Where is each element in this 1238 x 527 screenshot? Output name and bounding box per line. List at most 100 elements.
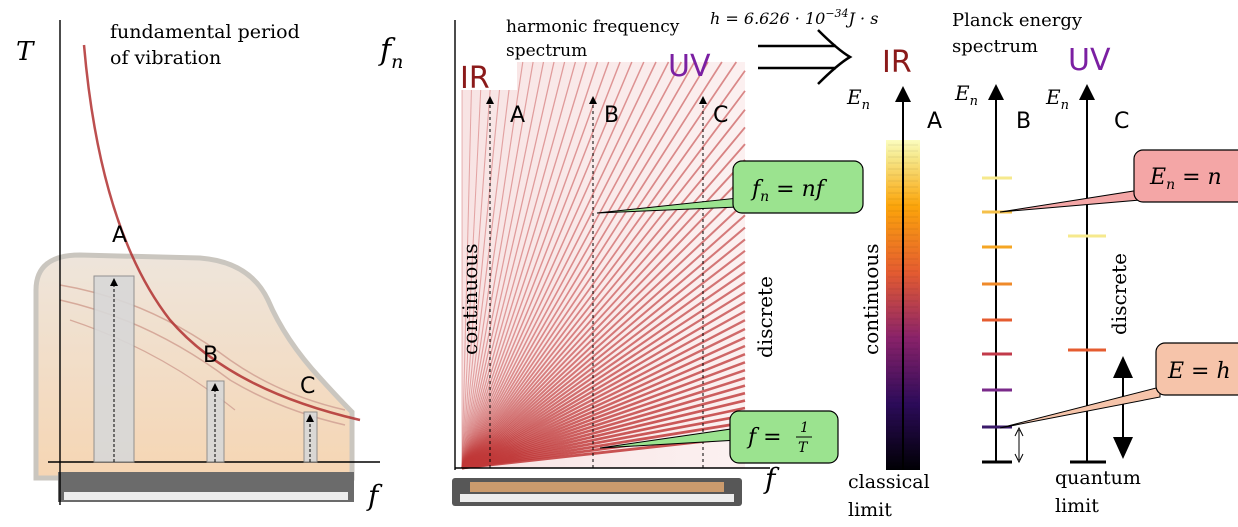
harmonic-line: [461, 61, 723, 469]
harmonic-line: [461, 226, 746, 469]
uv-label: UV: [668, 49, 711, 84]
harmonic-line: [461, 61, 503, 469]
harmonic-line: [461, 291, 746, 469]
discrete-label: discrete: [753, 276, 777, 358]
period-x-label: f: [366, 479, 383, 512]
spectrum-background: [462, 62, 745, 468]
harmonic-line: [461, 61, 587, 469]
harmonic-line: [461, 61, 709, 469]
ir-background: [455, 60, 517, 90]
svg-text:1: 1: [800, 420, 809, 436]
classical-line1: classical: [848, 471, 930, 493]
harmonic-line: [461, 61, 621, 469]
harmonic-line: [461, 61, 566, 469]
harmonic-line: [461, 109, 746, 469]
planck-caption-line2: spectrum: [952, 36, 1038, 57]
period-caption-line1: fundamental period: [110, 21, 300, 43]
classical-line2: limit: [848, 499, 892, 521]
harmonic-line: [461, 336, 746, 470]
implies-arrow-icon: [758, 29, 853, 85]
panel-harmonic-spectrum: fn f harmonic frequency spectrum IR UV A…: [378, 17, 864, 506]
quantum-line2: limit: [1055, 495, 1099, 517]
energy-axis-b-label: En: [954, 81, 978, 109]
harmonic-line: [461, 61, 696, 469]
callout-quantum: E = h: [999, 342, 1238, 429]
harmonic-line: [461, 143, 746, 469]
label-b: B: [604, 103, 619, 128]
harmonic-line: [461, 61, 524, 469]
harmonic-line: [461, 61, 657, 469]
harmonic-x-label: f: [763, 462, 780, 495]
panel-planck-energy: IR UV En A continuous classical limit En…: [846, 43, 1238, 521]
harmonic-line: [461, 319, 746, 470]
harmonic-line: [461, 61, 514, 469]
harmonic-line: [461, 90, 746, 469]
harmonic-line: [461, 61, 483, 469]
harmonic-line: [461, 260, 746, 469]
harmonic-line: [461, 249, 746, 469]
continuous-label: continuous: [458, 243, 482, 355]
panel-fundamental-period: T f fundamental period of vibration A B …: [16, 20, 383, 512]
continuous-label: continuous: [859, 243, 883, 355]
harmonic-line: [461, 61, 645, 469]
harmonic-line: [461, 61, 670, 469]
harmonic-line: [461, 344, 746, 470]
harmonic-line: [461, 61, 738, 469]
callout-harmonic: fn = nf: [596, 160, 864, 214]
harmonic-line: [461, 61, 473, 469]
energy-levels-b: [982, 176, 1012, 429]
harmonic-line: [461, 61, 534, 469]
discrete-label: discrete: [1107, 253, 1131, 335]
harmonic-lines: [461, 61, 746, 470]
uv-label: UV: [1068, 43, 1111, 78]
harmonic-line: [461, 174, 746, 469]
harmonic-line: [461, 159, 746, 469]
harmonic-line: [461, 310, 746, 470]
ir-label: IR: [460, 61, 490, 96]
harmonic-line: [461, 61, 683, 469]
svg-text:E = h: E = h: [1167, 359, 1231, 384]
label-a: A: [510, 103, 525, 128]
harmonic-line: [461, 61, 599, 469]
piano-keyboard-image: [452, 478, 742, 506]
harmonic-line: [461, 353, 746, 470]
harmonic-line: [461, 238, 746, 469]
harmonic-line: [461, 281, 746, 469]
label-c: C: [713, 103, 728, 128]
svg-text:f =: f =: [746, 425, 782, 450]
ir-label: IR: [882, 45, 912, 80]
quantum-gap-arrow: [1113, 356, 1133, 459]
harmonic-line: [461, 61, 577, 469]
harmonic-line: [461, 188, 746, 469]
quantum-step-arrow: [1014, 426, 1024, 464]
label-b: B: [1016, 109, 1031, 134]
label-c: C: [1114, 109, 1129, 134]
period-caption-line2: of vibration: [110, 47, 221, 69]
harmonic-line: [461, 300, 746, 469]
callout-fundamental: f = 1 T: [599, 410, 839, 464]
energy-axis-c-label: En: [1045, 85, 1069, 113]
harmonic-y-label: fn: [378, 33, 403, 73]
harmonic-line: [461, 61, 610, 469]
planck-caption-line1: Planck energy: [952, 10, 1083, 31]
period-curve: [82, 44, 361, 422]
harmonic-line: [461, 126, 746, 469]
harmonic-caption-line1: harmonic frequency: [506, 17, 680, 37]
label-c: C: [300, 374, 315, 399]
label-b: B: [203, 343, 218, 368]
harmonic-line: [461, 61, 555, 469]
harmonic-line: [461, 271, 746, 469]
energy-axis-a-label: En: [846, 85, 870, 113]
quantum-line1: quantum: [1055, 467, 1141, 489]
callout-energy: En = n: [999, 149, 1238, 213]
planck-formula: h = 6.626 · 10−34J · s: [710, 7, 878, 28]
label-a: A: [112, 223, 127, 248]
planck-header: h = 6.626 · 10−34J · s Planck energy spe…: [710, 7, 1083, 85]
svg-text:T: T: [798, 440, 809, 456]
harmonic-line: [461, 327, 746, 470]
harmonic-line: [461, 214, 746, 469]
harmonic-line: [461, 201, 746, 469]
period-y-label: T: [16, 37, 35, 67]
harmonic-caption-line2: spectrum: [506, 41, 587, 61]
